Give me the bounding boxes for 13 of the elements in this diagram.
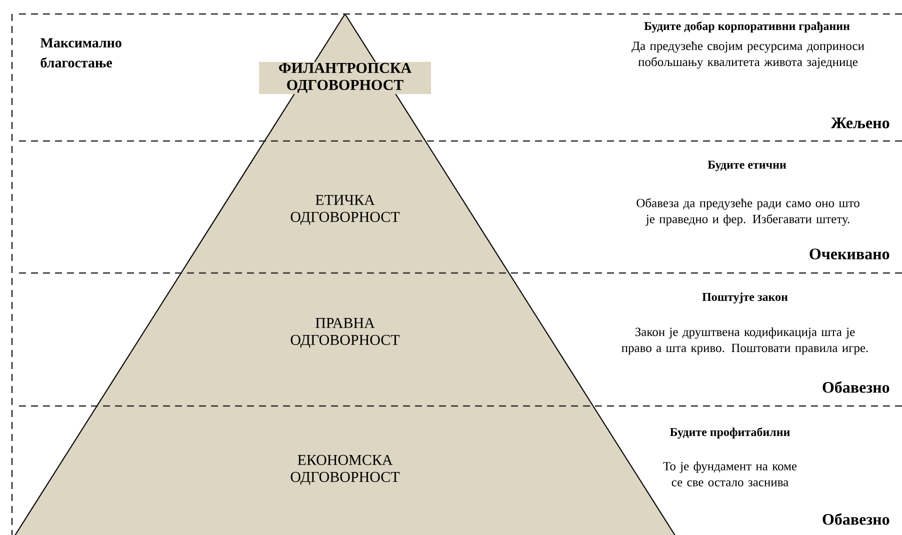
description-text: Обавеза да предузеће ради само оно што је праведно и фер. Избегавати штету. (636, 198, 860, 226)
level-text: Обавезно (822, 513, 890, 525)
pyramid-layer: ФИЛАНТРОПСКА ОДГОВОРНОСТ (259, 13, 431, 142)
heading-text: Будите етични (708, 160, 786, 172)
description-text: Закон је друштвена кодификација шта је право а шта криво. Поштовати правила игре. (622, 327, 868, 355)
pyramid-layer: ПРАВНА ОДГОВОРНОСТ (96, 272, 594, 407)
description-text: Да предузеће својим ресурсима доприноси побољшању квалитета живота заједнице (632, 41, 864, 69)
level-text: Жељено (830, 118, 890, 128)
note-text: Максимално благостање (40, 38, 122, 68)
heading-text: Будите добар корпоративни грађанин (644, 21, 850, 33)
level-text: Очекивано (810, 248, 890, 260)
heading-text: Поштујте закон (702, 292, 788, 304)
level-text: Обавезно (822, 381, 890, 393)
